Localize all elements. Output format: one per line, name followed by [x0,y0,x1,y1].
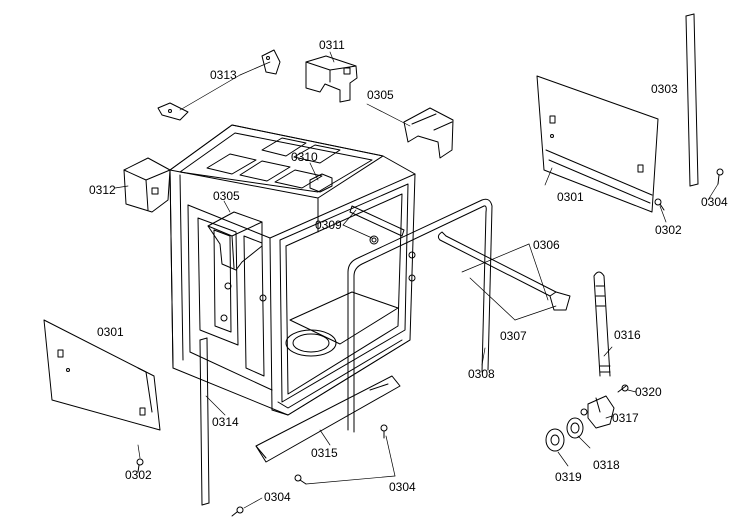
supply-tube-0316 [593,271,611,377]
label-0305-lower: 0305 [213,189,240,203]
screw-0302-left [136,458,144,473]
label-0302-left: 0302 [125,468,152,482]
bracket-0305-lower [207,211,263,271]
label-0305-upper: 0305 [367,88,394,102]
label-0320: 0320 [635,385,662,399]
dishwasher-tub [169,124,416,416]
side-strip-0303 [685,13,699,187]
label-0312: 0312 [89,183,116,197]
label-0308: 0308 [468,367,495,381]
label-0311: 0311 [319,38,345,52]
latch-0310 [309,173,333,193]
label-0319: 0319 [555,470,582,484]
screw-0320 [617,384,629,393]
label-0307: 0307 [500,329,527,343]
leader-lines [114,51,719,509]
bracket-0313 [157,49,281,121]
screw-0304-bottom-left [231,506,244,517]
screw-0304-right [716,168,724,185]
screw-0304-bottom-center [294,424,388,485]
side-panel-left-0301 [43,319,161,431]
label-0301-right: 0301 [557,190,584,204]
bracket-0305-upper [403,107,454,159]
label-0318: 0318 [593,458,620,472]
label-0303: 0303 [651,82,678,96]
label-0313: 0313 [210,68,237,82]
label-0309: 0309 [315,218,342,232]
bracket-0312 [123,157,171,213]
label-0306: 0306 [533,238,560,252]
base-strip-0315 [255,375,401,463]
label-0316: 0316 [614,328,641,342]
label-0310: 0310 [291,150,318,164]
label-0314: 0314 [212,415,239,429]
label-0315: 0315 [311,446,338,460]
connector-0317 [580,395,615,429]
nut-0319 [545,428,565,452]
side-panel-right-0301 [536,75,659,213]
label-0302-right: 0302 [655,223,682,237]
hinge-0309 [349,205,405,245]
door-gasket-0308 [347,198,493,433]
label-0301-left: 0301 [97,325,124,339]
washer-0318 [566,417,584,439]
screw-0302-right [654,198,665,211]
label-0304-bottom-left: 0304 [264,490,291,504]
bracket-0311 [305,55,358,103]
side-seal-0314 [199,337,210,506]
label-0304-right: 0304 [701,195,728,209]
spray-arm-0306 [437,231,571,311]
label-0317: 0317 [612,411,639,425]
label-0304-bottom-center: 0304 [389,480,416,494]
